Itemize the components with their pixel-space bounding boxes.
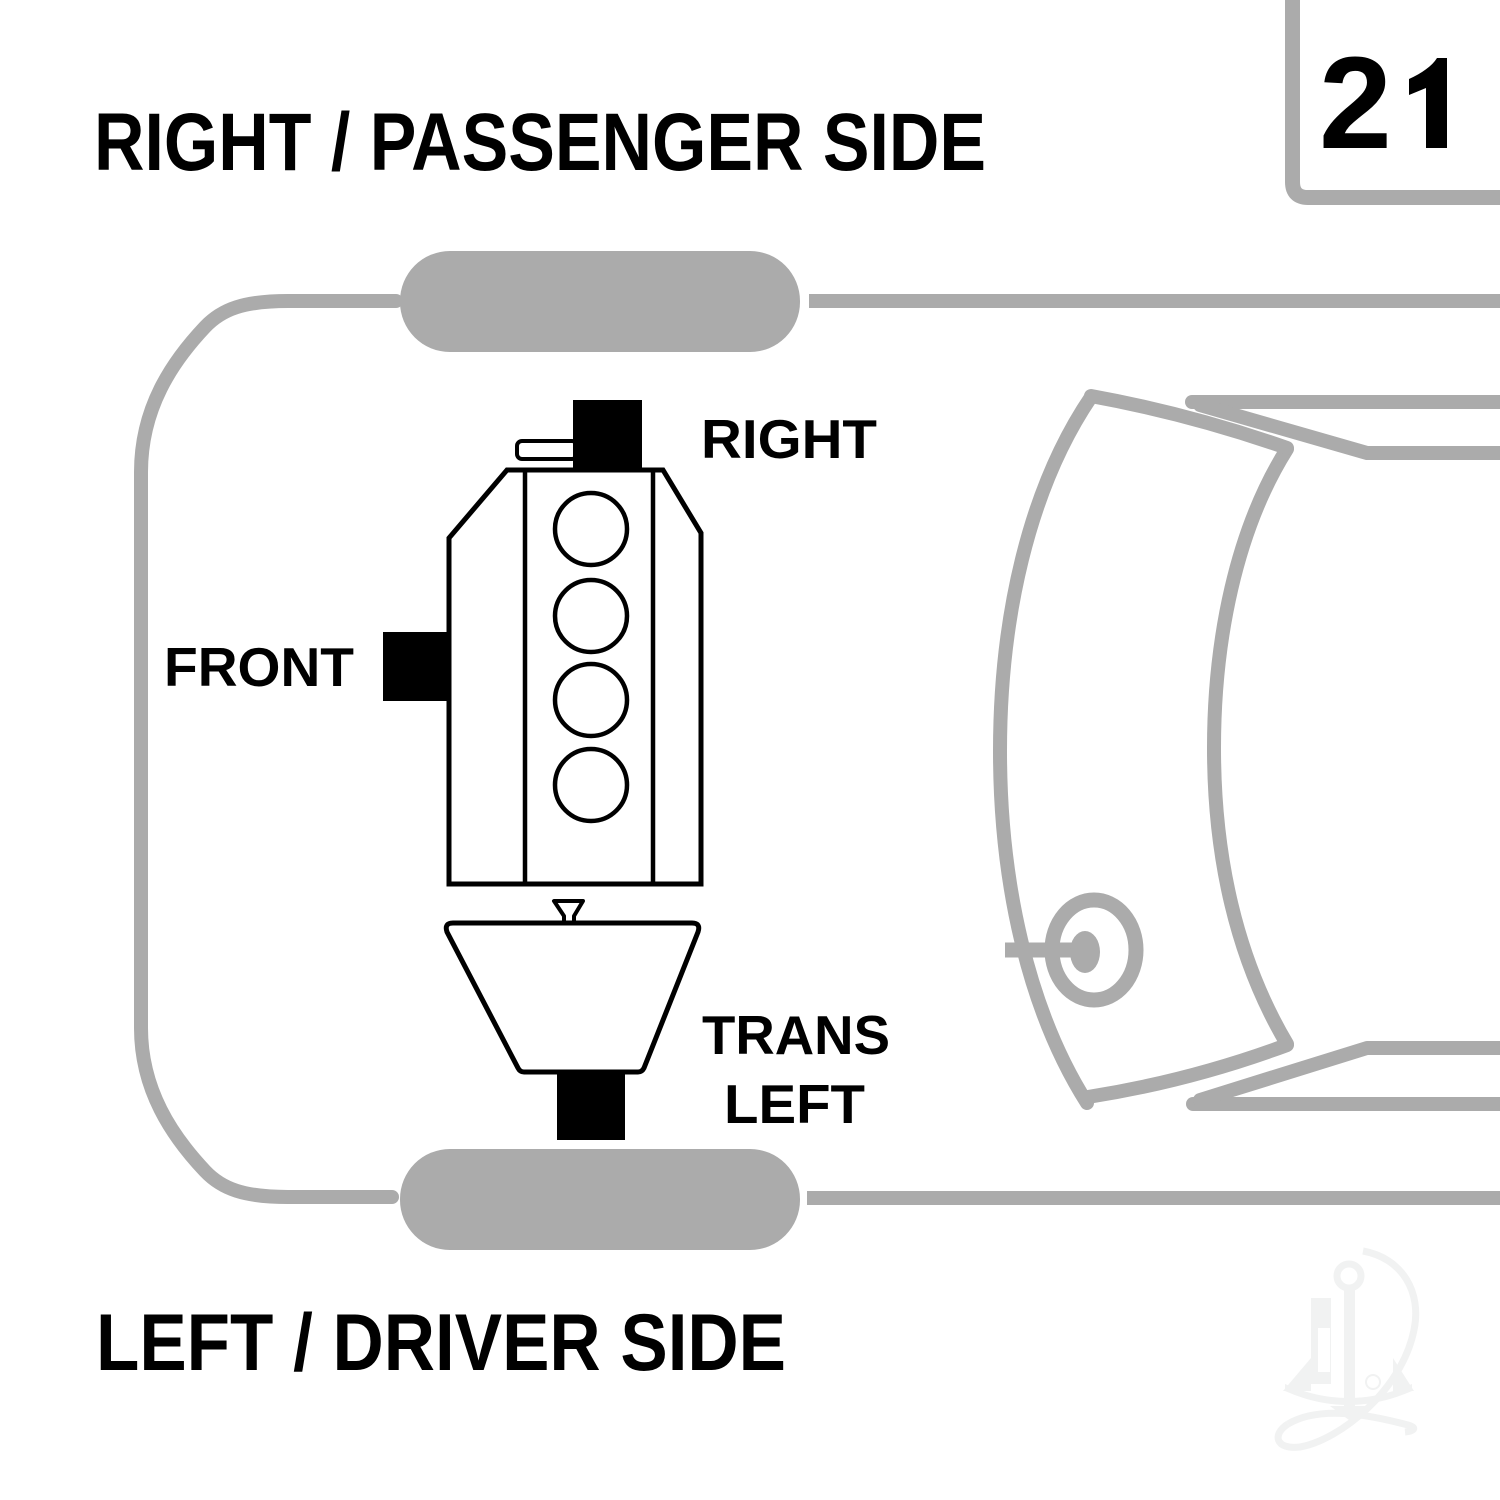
svg-text:LEFT: LEFT bbox=[724, 1073, 865, 1135]
svg-text:LEFT / DRIVER SIDE: LEFT / DRIVER SIDE bbox=[96, 1298, 786, 1388]
svg-text:TRANS: TRANS bbox=[702, 1004, 890, 1066]
svg-text:2: 2 bbox=[1319, 29, 1392, 176]
svg-text:RIGHT: RIGHT bbox=[701, 408, 877, 470]
svg-text:FRONT: FRONT bbox=[164, 636, 354, 698]
svg-text:RIGHT / PASSENGER SIDE: RIGHT / PASSENGER SIDE bbox=[94, 97, 986, 188]
